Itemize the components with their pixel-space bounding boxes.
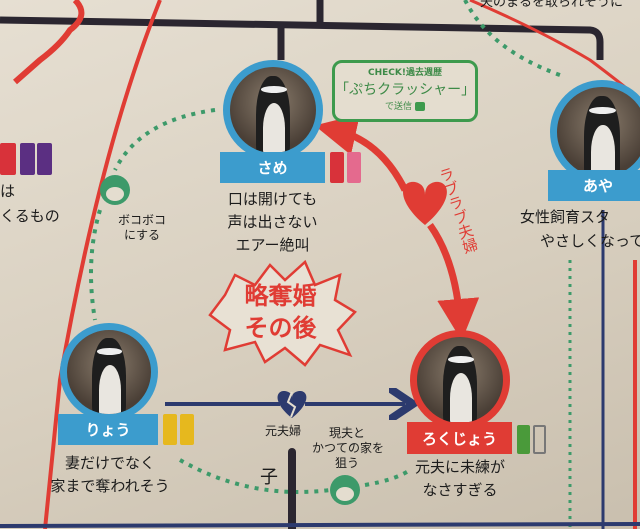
left-desc-2: くるもの bbox=[0, 207, 60, 225]
color-bar bbox=[37, 143, 52, 175]
same-photo bbox=[223, 60, 323, 160]
penguin-icon bbox=[100, 175, 130, 205]
target-house-label: 現夫とかつての家を狙う bbox=[312, 426, 385, 470]
color-bar bbox=[0, 143, 16, 175]
color-bar bbox=[533, 425, 546, 454]
check-bubble: CHECK!過去週歴 「ぷちクラッシャー」 で送信 bbox=[332, 60, 478, 122]
rokujou-name-label: ろくじょう bbox=[407, 422, 512, 454]
burst-title: 略奪婚その後 bbox=[244, 282, 317, 342]
same-desc: 口は開けても声は出さないエアー絶叫 bbox=[227, 190, 318, 254]
aya-desc-1: 女性飼育スタ bbox=[520, 208, 611, 226]
aya-name-label: あや bbox=[548, 170, 640, 201]
child-label: 子 bbox=[260, 467, 278, 488]
chat-icon bbox=[414, 102, 425, 111]
same-name-label: さめ bbox=[220, 152, 325, 183]
color-bar bbox=[163, 414, 177, 445]
aya-desc-2: やさしくなって bbox=[540, 232, 640, 250]
burst-shape bbox=[208, 259, 357, 367]
color-bar bbox=[330, 152, 344, 183]
color-bar bbox=[347, 152, 361, 183]
top-caption: 夫のまるを取られそうに bbox=[480, 0, 624, 10]
rokujou-photo bbox=[410, 330, 510, 430]
bokoboko-label: ボコボコにする bbox=[118, 213, 167, 242]
color-bar bbox=[517, 425, 530, 454]
color-bar bbox=[180, 414, 194, 445]
rokujou-desc: 元夫に未練がなさすぎる bbox=[414, 458, 505, 499]
penguin-icon bbox=[330, 475, 360, 505]
color-bar bbox=[20, 143, 35, 175]
ryou-name-label: りょう bbox=[58, 414, 158, 445]
ryou-desc: 妻だけでなく家まで奪われそう bbox=[50, 454, 170, 495]
left-desc-1: は bbox=[0, 182, 16, 200]
ex-couple-label: 元夫婦 bbox=[265, 424, 302, 438]
ryou-photo bbox=[60, 323, 158, 421]
